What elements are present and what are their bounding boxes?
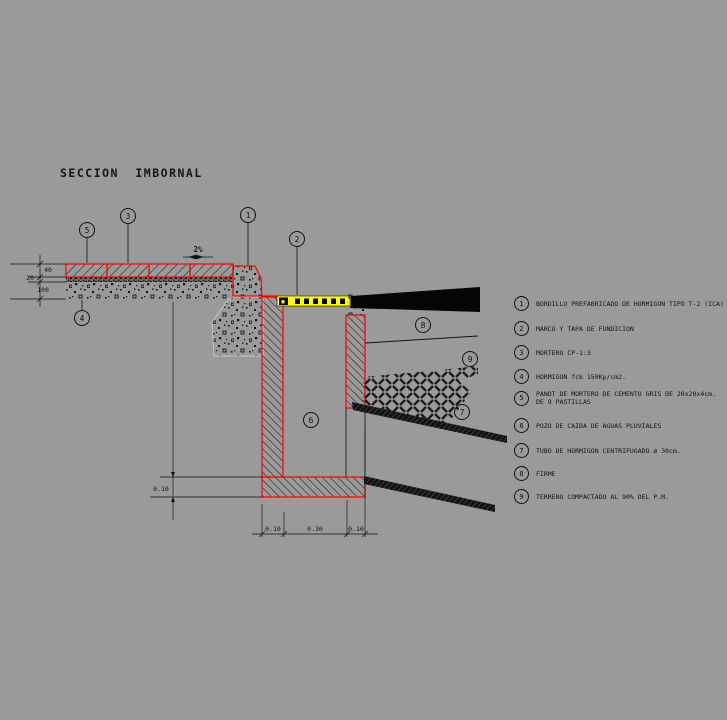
callout-4: 4: [80, 314, 85, 323]
dim-base-thickness: 100: [37, 286, 49, 294]
slope-label: 2%: [193, 245, 203, 254]
drain-box: [261, 296, 366, 498]
ground-line: [364, 335, 479, 344]
callout-9: 9: [468, 355, 473, 364]
concrete-base: [66, 282, 236, 299]
dim-slab-thickness: 0.10: [153, 485, 169, 493]
callout-5: 5: [85, 226, 90, 235]
dim-arrow-up: [171, 472, 175, 477]
dim-wall-left: 0.10: [265, 525, 281, 533]
drawing-title: SECCION IMBORNAL: [60, 166, 203, 180]
callout-2: 2: [295, 235, 300, 244]
dim-interior-width: 0.30: [307, 525, 323, 533]
dimension-bottom: [150, 302, 378, 538]
sidewalk-tiles: [65, 263, 234, 278]
curb-foundation: [211, 296, 264, 357]
callout-circles: [74, 207, 478, 428]
dim-panot-thickness: 40: [44, 266, 52, 274]
callout-7: 7: [460, 408, 465, 417]
mortar-layer: [66, 277, 233, 282]
callout-leaders: [81, 222, 298, 311]
slope-arrow: [183, 254, 213, 260]
callout-1: 1: [246, 211, 251, 220]
dimension-left: [10, 255, 66, 307]
callout-3: 3: [126, 212, 131, 221]
callout-8: 8: [421, 321, 426, 330]
dim-wall-right: 0.10: [348, 525, 364, 533]
callout-6: 6: [309, 416, 314, 425]
grate: [276, 295, 351, 307]
pipe: [352, 402, 507, 512]
dim-arrow-down: [171, 497, 175, 502]
dim-mortar-thickness: 20: [26, 274, 34, 282]
curb: [232, 265, 277, 297]
asphalt-firme: [351, 287, 480, 312]
